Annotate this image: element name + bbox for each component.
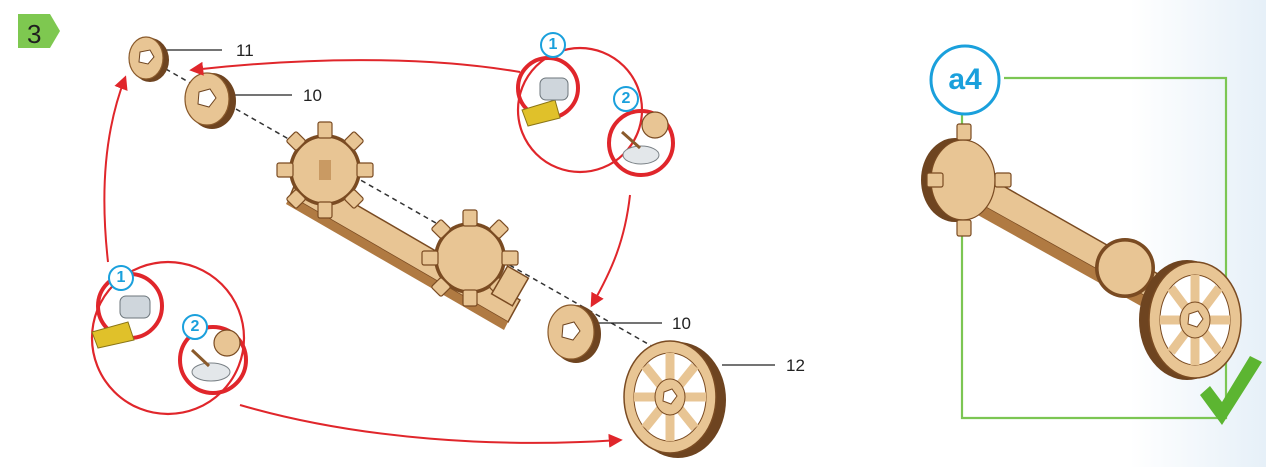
arrow-to-wheel	[239, 404, 623, 448]
step-number: 3	[27, 19, 42, 49]
detail-bottom-step-2: 2	[190, 318, 200, 335]
axle-assembly	[276, 121, 530, 330]
arrow-to-washer-11	[103, 75, 128, 263]
label-part-11: 11	[236, 41, 254, 60]
arrow-to-washer-bottom	[590, 194, 631, 308]
detail-circle-top	[516, 32, 675, 177]
detail-circle-bottom	[90, 260, 248, 416]
glue-pot-icon-2	[190, 329, 241, 382]
part-10-washer-bottom	[547, 304, 601, 363]
peel-tape-icon-2	[91, 295, 151, 349]
detail-bottom-step-1: 1	[116, 269, 126, 286]
part-10-washer-top	[184, 72, 236, 129]
label-part-12: 12	[786, 356, 805, 375]
result-assembly	[921, 123, 1242, 380]
check-mark-icon	[1200, 356, 1262, 425]
peel-tape-icon	[521, 77, 569, 127]
arrow-to-washer-top	[189, 59, 521, 76]
label-part-10-bottom: 10	[672, 314, 691, 333]
detail-top-step-2: 2	[621, 90, 631, 107]
label-part-10-top: 10	[303, 86, 322, 105]
glue-pot-icon	[621, 111, 669, 165]
background-tint	[1130, 0, 1266, 467]
assembly-axis	[149, 59, 721, 386]
result-label: a4	[948, 63, 982, 96]
detail-top-step-1: 1	[548, 36, 558, 53]
part-12-wheel	[623, 340, 726, 458]
step-badge-icon	[18, 14, 60, 48]
part-11-washer	[128, 36, 169, 82]
